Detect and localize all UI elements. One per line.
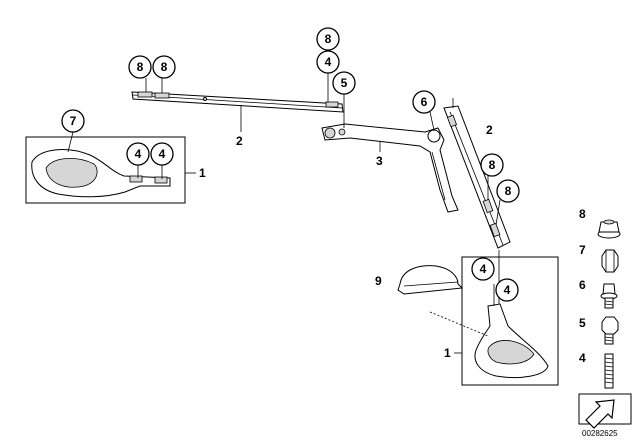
callout-left-box-a: 4 [126,142,150,166]
label-strut-right: 2 [486,123,493,137]
dashed-leader [429,311,489,337]
leader-line [495,199,501,226]
label-cap: 9 [375,274,382,288]
svg-text:5: 5 [341,76,348,90]
svg-text:8: 8 [137,60,144,74]
callout-top-left-b: 8 [152,55,176,79]
callout-right-strut-b: 8 [496,179,520,203]
cap-part [397,265,464,295]
left-assembly-box [25,136,186,204]
legend-number: 7 [579,243,586,257]
svg-text:8: 8 [325,32,332,46]
nut-washer-icon [597,219,621,239]
callout-right-box-a: 4 [471,257,495,281]
strut-bar-right [443,98,511,249]
legend-number: 6 [579,278,586,292]
callout-left-box-b: 4 [150,142,174,166]
callout-right-strut-a: 8 [480,153,504,177]
collar-bolt-icon [600,283,618,309]
svg-text:8: 8 [505,184,512,198]
label-bracket: 3 [376,154,383,168]
leader-line [67,131,74,153]
hex-bolt-icon [601,316,619,345]
label-right-box-ref: 1 [444,346,451,360]
diagram-id: 00282625 [582,429,618,438]
svg-text:6: 6 [421,95,428,109]
bracket-part [321,123,459,213]
svg-text:8: 8 [489,158,496,172]
svg-text:4: 4 [504,283,511,297]
right-mount-part [474,250,549,379]
callout-top-mid-b: 4 [316,50,340,74]
left-mount-part [31,149,171,198]
svg-text:7: 7 [70,114,77,128]
callout-top-mid-a: 8 [316,27,340,51]
legend-number: 5 [579,316,586,330]
svg-text:8: 8 [161,60,168,74]
svg-text:4: 4 [325,55,332,69]
stud-icon [604,353,614,389]
legend: 8 7 6 5 4 [579,207,621,389]
svg-text:4: 4 [159,147,166,161]
hex-nut-icon [601,249,619,273]
legend-number: 4 [579,351,586,365]
legend-number: 8 [579,207,586,221]
label-strut-left: 2 [236,134,243,148]
callout-right-box-b: 4 [495,278,519,302]
label-left-box-ref: 1 [199,166,206,180]
svg-text:4: 4 [480,262,487,276]
callout-left-box-main: 7 [61,109,85,133]
direction-arrow-icon [578,393,632,429]
callout-right-strut-top: 6 [412,90,436,114]
callout-top-left-a: 8 [128,55,152,79]
svg-text:4: 4 [135,147,142,161]
callout-top-mid-c: 5 [332,71,356,95]
leader-line [429,111,435,131]
strut-bar-left [131,91,344,113]
right-assembly-box [461,256,559,386]
